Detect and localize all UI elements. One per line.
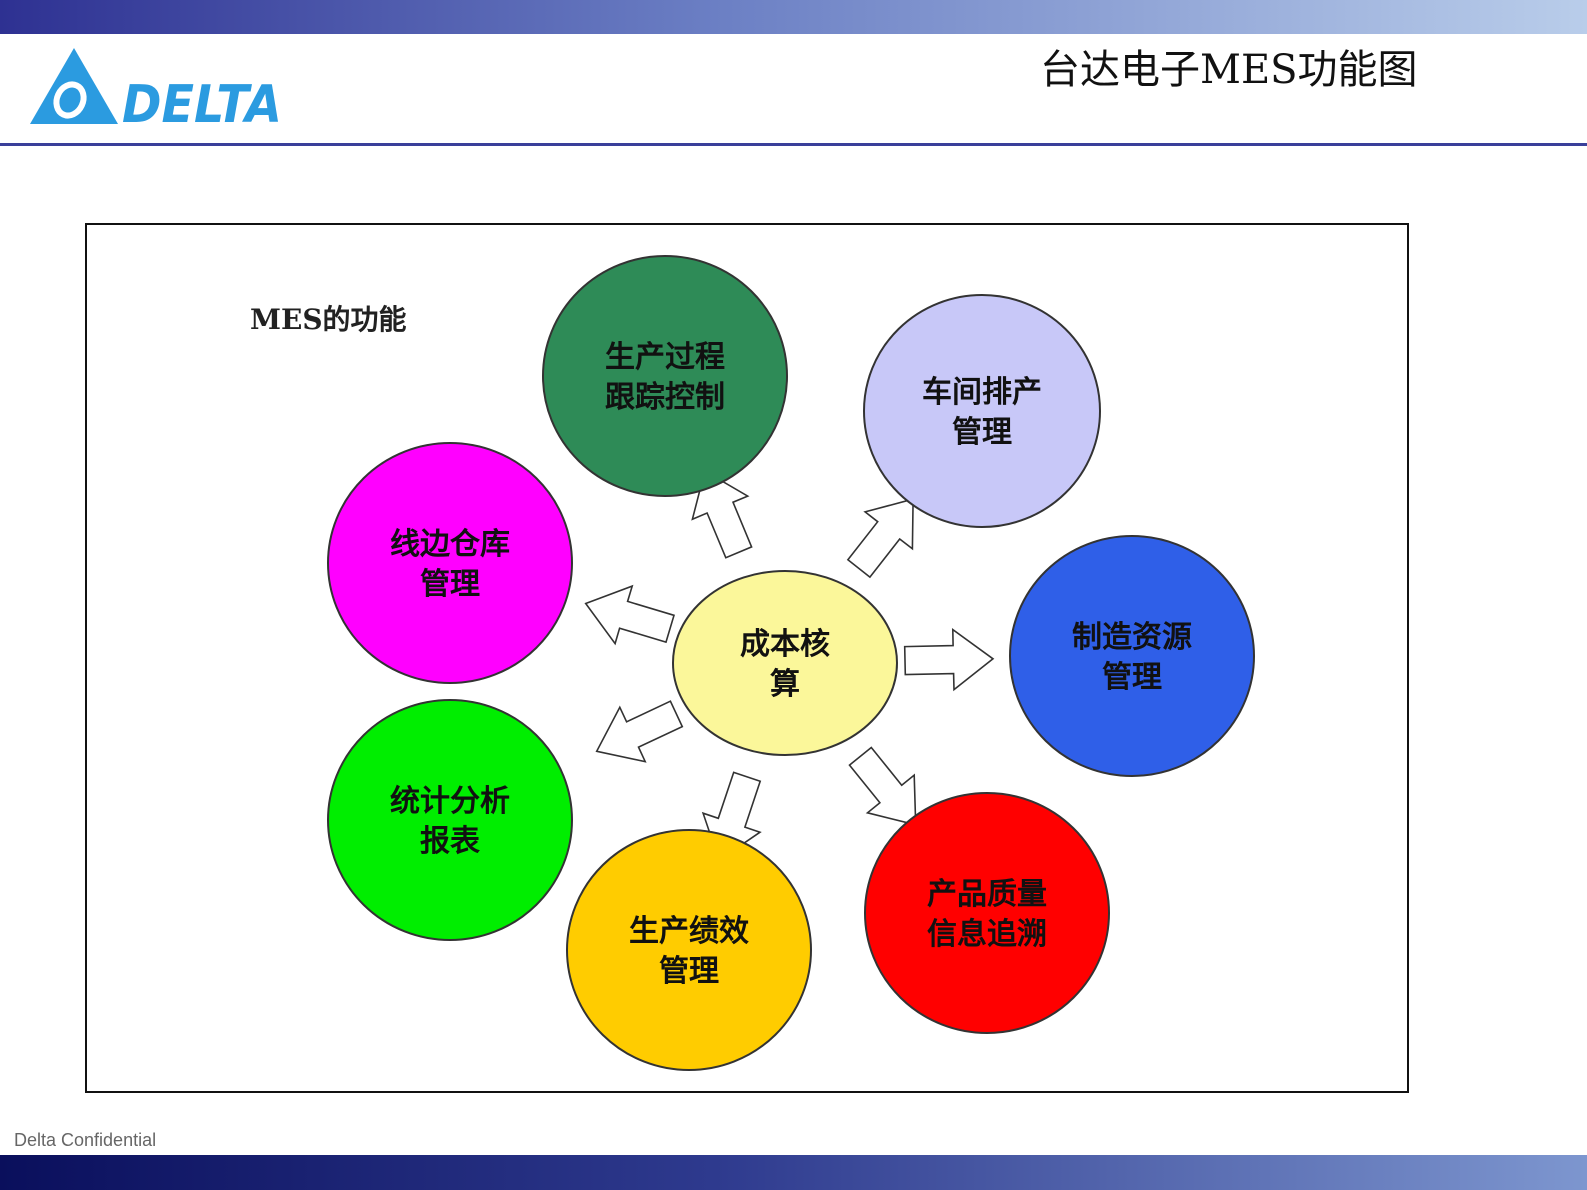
diagram-heading: MES的功能 (250, 303, 407, 336)
header-divider (0, 143, 1587, 146)
arrow-to-manufacturing-resources (903, 628, 995, 692)
node-circle (1009, 535, 1255, 777)
arrow-to-workshop-scheduling (846, 498, 914, 579)
node-circle (327, 442, 573, 684)
top-gradient-band (0, 0, 1587, 34)
manufacturing-resources-label-line: 制造资源 (1072, 620, 1192, 655)
workshop-scheduling-label-line: 管理 (952, 415, 1012, 450)
arrow-to-production-tracking (691, 469, 753, 559)
mes-function-diagram: 生产过程跟踪控制车间排产管理制造资源管理产品质量信息追溯生产绩效管理统计分析报表… (327, 255, 1255, 1071)
production-tracking-label-line: 生产过程 (605, 340, 725, 375)
quality-traceability-label-line: 产品质量 (927, 877, 1047, 912)
node-layer: 生产过程跟踪控制车间排产管理制造资源管理产品质量信息追溯生产绩效管理统计分析报表… (327, 255, 1255, 1071)
node-circle (863, 294, 1101, 528)
arrow-to-line-side-warehouse (584, 584, 675, 646)
center-label-line: 算 (770, 667, 800, 702)
footer-confidential: Delta Confidential (14, 1130, 157, 1150)
page-title: 台达电子MES功能图 (1040, 47, 1418, 93)
svg-text:DELTA: DELTA (122, 75, 282, 128)
quality-traceability-label-line: 信息追溯 (927, 917, 1047, 952)
delta-logo: DELTA (30, 48, 290, 135)
statistics-reports-label-line: 报表 (420, 824, 480, 859)
manufacturing-resources-label-line: 管理 (1102, 660, 1162, 695)
node-circle (542, 255, 788, 497)
arrow-to-quality-traceability (848, 746, 917, 826)
arrow-layer (584, 469, 995, 862)
center-label-line: 成本核 (740, 627, 830, 662)
performance-label-line: 生产绩效 (629, 914, 749, 949)
production-tracking-label-line: 跟踪控制 (605, 380, 725, 415)
performance-label-line: 管理 (659, 954, 719, 989)
line-side-warehouse-label-line: 线边仓库 (390, 527, 510, 562)
statistics-reports-label-line: 统计分析 (390, 784, 510, 819)
workshop-scheduling-label-line: 车间排产 (922, 375, 1042, 410)
node-circle (864, 792, 1110, 1034)
node-circle (327, 699, 573, 941)
arrow-to-statistics-reports (595, 700, 684, 763)
bottom-gradient-band (0, 1155, 1587, 1190)
center-circle (672, 570, 898, 756)
node-circle (566, 829, 812, 1071)
line-side-warehouse-label-line: 管理 (420, 567, 480, 602)
